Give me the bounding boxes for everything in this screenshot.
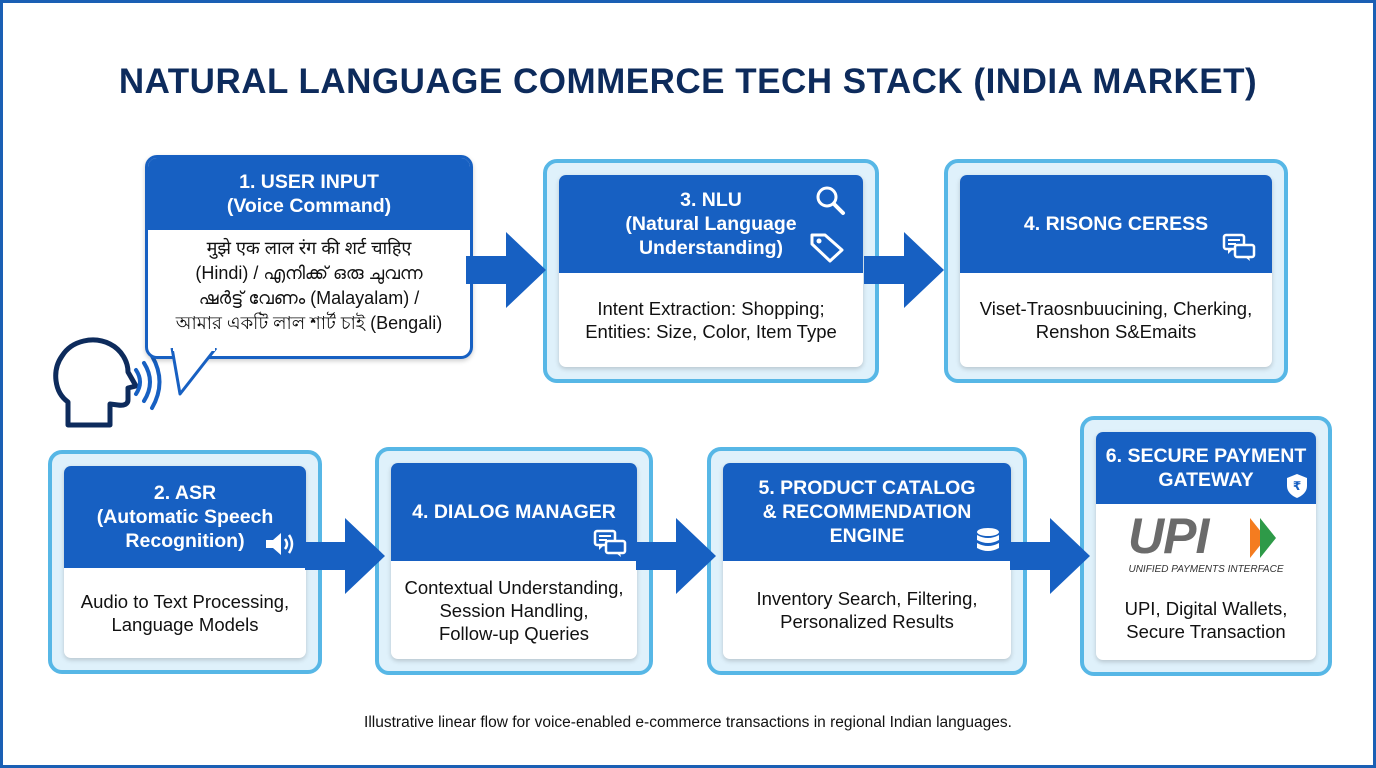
nlu-line: Intent Extraction: Shopping; bbox=[597, 298, 825, 319]
user-input-line: আমার একটি লাল শার্ট চাই (Bengali) bbox=[175, 313, 443, 333]
nlu-header: 3. NLU (Natural Language Understanding) bbox=[559, 175, 863, 273]
product-catalog-body: Inventory Search, Filtering, Personalize… bbox=[723, 561, 1011, 659]
asr-subtitle-2: Recognition) bbox=[125, 530, 245, 552]
chat-bubbles-icon bbox=[1222, 233, 1256, 261]
dialog-manager-line: Contextual Understanding, bbox=[404, 576, 624, 598]
user-input-title: 1. USER INPUT bbox=[239, 171, 379, 193]
rupee-shield-icon: ₹ bbox=[1287, 474, 1307, 498]
user-input-header: 1. USER INPUT (Voice Command) bbox=[148, 158, 470, 230]
nlu-line: Entities: Size, Color, Item Type bbox=[585, 321, 837, 342]
product-catalog-header: 5. PRODUCT CATALOG & RECOMMENDATION ENGI… bbox=[723, 463, 1011, 561]
user-input-line: मुझे एक लाल रंग की शर्ट चाहिए bbox=[206, 238, 412, 258]
asr-card: 2. ASR (Automatic Speech Recognition) Au… bbox=[48, 450, 322, 674]
asr-header: 2. ASR (Automatic Speech Recognition) bbox=[64, 466, 306, 568]
upi-arrow-icon bbox=[1250, 518, 1276, 558]
rising-body: Viset-Traosnbuucining, Cherking, Renshon… bbox=[960, 273, 1272, 367]
payment-gateway-header: 6. SECURE PAYMENT GATEWAY ₹ bbox=[1096, 432, 1316, 504]
nlu-body: Intent Extraction: Shopping; Entities: S… bbox=[559, 273, 863, 367]
flow-arrow bbox=[636, 518, 716, 594]
chat-bubbles-icon bbox=[593, 529, 627, 557]
rising-line: Renshon S&Emaits bbox=[1035, 321, 1197, 342]
nlu-subtitle: (Natural Language bbox=[625, 213, 797, 235]
dialog-manager-body: Contextual Understanding, Session Handli… bbox=[391, 561, 637, 659]
asr-line: Language Models bbox=[111, 614, 259, 635]
database-icon bbox=[977, 528, 999, 551]
rising-title: 4. RISONG CERESS bbox=[1023, 213, 1209, 235]
product-catalog-title: 5. PRODUCT CATALOG bbox=[758, 477, 976, 499]
rising-card: 4. RISONG CERESS Viset-Traosnbuucining, … bbox=[944, 159, 1288, 383]
tag-icon bbox=[810, 233, 844, 263]
payment-gateway-title: 6. SECURE PAYMENT bbox=[1105, 445, 1307, 467]
flow-arrow bbox=[466, 232, 546, 308]
product-catalog-card: 5. PRODUCT CATALOG & RECOMMENDATION ENGI… bbox=[707, 447, 1027, 675]
nlu-title: 3. NLU bbox=[680, 189, 742, 211]
rising-header: 4. RISONG CERESS bbox=[960, 175, 1272, 273]
user-input-bubble: 1. USER INPUT (Voice Command) मुझे एक ला… bbox=[145, 155, 473, 359]
flow-arrow bbox=[305, 518, 385, 594]
dialog-manager-header: 4. DIALOG MANAGER bbox=[391, 463, 637, 561]
flow-arrow bbox=[864, 232, 944, 308]
bubble-tail bbox=[170, 348, 218, 396]
product-catalog-subtitle: & RECOMMENDATION bbox=[762, 501, 972, 523]
speaking-head-icon bbox=[53, 337, 162, 428]
product-catalog-subtitle-2: ENGINE bbox=[829, 525, 905, 547]
magnifier-icon bbox=[816, 186, 845, 215]
footer-caption: Illustrative linear flow for voice-enabl… bbox=[364, 714, 1012, 731]
asr-body: Audio to Text Processing, Language Model… bbox=[64, 568, 306, 658]
nlu-subtitle-2: Understanding) bbox=[638, 237, 784, 259]
user-input-subtitle: (Voice Command) bbox=[226, 195, 392, 217]
dialog-manager-line: Follow-up Queries bbox=[438, 622, 590, 644]
user-input-body: मुझे एक लाल रंग की शर्ट चाहिए (Hindi) / … bbox=[148, 230, 470, 336]
upi-logo-subtitle: UNIFIED PAYMENTS INTERFACE bbox=[1128, 564, 1284, 575]
asr-subtitle: (Automatic Speech bbox=[96, 506, 274, 528]
nlu-card: 3. NLU (Natural Language Understanding) … bbox=[543, 159, 879, 383]
payment-gateway-line: Secure Transaction bbox=[1126, 621, 1286, 642]
speaker-icon bbox=[266, 533, 294, 555]
diagram-title: NATURAL LANGUAGE COMMERCE TECH STACK (IN… bbox=[118, 62, 1258, 101]
user-input-line: (Hindi) / എനിക്ക് ഒരു ചുവന്ന bbox=[195, 263, 423, 283]
rising-line: Viset-Traosnbuucining, Cherking, bbox=[979, 298, 1253, 319]
payment-gateway-card: 6. SECURE PAYMENT GATEWAY ₹ UPI UNIFIED … bbox=[1080, 416, 1332, 676]
upi-logo: UPI UNIFIED PAYMENTS INTERFACE bbox=[1096, 504, 1316, 580]
dialog-manager-card: 4. DIALOG MANAGER Contextual Understandi… bbox=[375, 447, 653, 675]
payment-gateway-body: UPI, Digital Wallets, Secure Transaction bbox=[1096, 580, 1316, 660]
dialog-manager-line: Session Handling, bbox=[439, 599, 589, 621]
product-catalog-line: Inventory Search, Filtering, bbox=[756, 588, 978, 609]
payment-gateway-line: UPI, Digital Wallets, bbox=[1124, 598, 1288, 619]
asr-title: 2. ASR bbox=[153, 482, 217, 504]
payment-gateway-subtitle: GATEWAY bbox=[1158, 469, 1254, 491]
user-input-line: ഷർട്ട് വേണം (Malayalam) / bbox=[198, 288, 420, 308]
upi-logo-text: UPI bbox=[1128, 508, 1209, 564]
dialog-manager-title: 4. DIALOG MANAGER bbox=[412, 501, 616, 523]
asr-line: Audio to Text Processing, bbox=[80, 591, 290, 612]
flow-arrow bbox=[1010, 518, 1090, 594]
svg-text:₹: ₹ bbox=[1293, 479, 1301, 493]
product-catalog-line: Personalized Results bbox=[780, 611, 954, 632]
